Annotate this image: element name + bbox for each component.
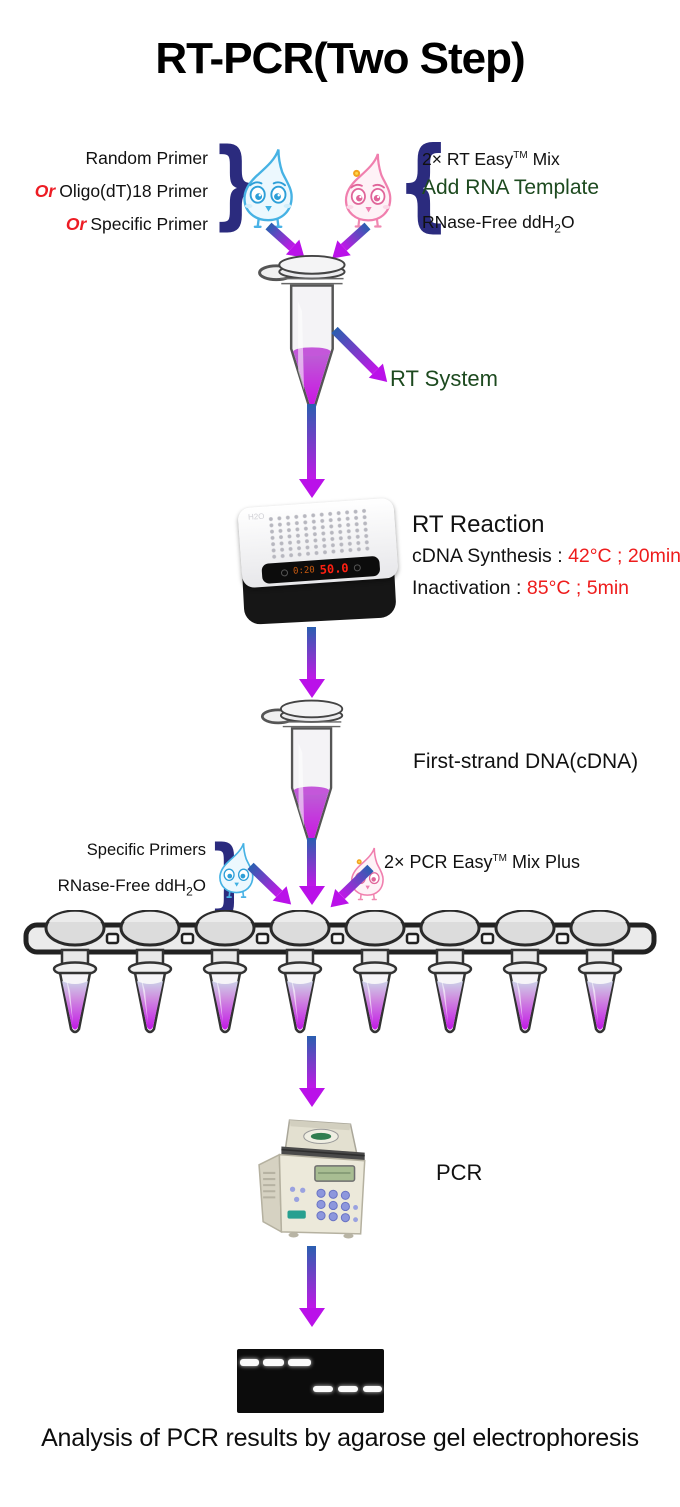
primer-option: Random Primer (85, 148, 208, 168)
pcr-mix-label: 2× PCR EasyTM Mix Plus (384, 852, 581, 872)
flow-arrow-3 (298, 1036, 325, 1107)
flow-arrow-4 (298, 1246, 325, 1327)
gel-band (338, 1386, 358, 1392)
specific-primers-label: Specific Primers (86, 841, 206, 859)
gel-band (288, 1359, 311, 1366)
heat-block-device: H2O 0:20 50.0 (237, 497, 400, 625)
led-temperature: 50.0 (319, 560, 350, 577)
mix-arrow-center (298, 838, 325, 905)
gel-band (240, 1359, 259, 1366)
rt-system-label: RT System (390, 366, 498, 391)
reagent-rt-mix: 2× RT EasyTM Mix (422, 149, 560, 169)
flow-arrow-2 (298, 627, 325, 698)
flow-arrow-1 (298, 404, 325, 498)
heat-block-wells (267, 507, 374, 561)
gel-photo (237, 1349, 384, 1413)
gel-band (263, 1359, 284, 1366)
device-button (280, 568, 289, 577)
pcr-8-tube-strip (22, 909, 658, 1042)
gel-caption: Analysis of PCR results by agarose gel e… (41, 1424, 639, 1452)
opening-brace: { (396, 125, 451, 242)
inactivation-condition: Inactivation : 85°C ; 5min (412, 577, 629, 599)
device-button (353, 563, 361, 572)
gel-band (313, 1386, 333, 1392)
pcr-label: PCR (436, 1160, 483, 1185)
page-title: RT-PCR(Two Step) (155, 34, 525, 83)
heat-block-display: 0:20 50.0 (261, 555, 381, 584)
reagent-ddh2o: RNase-Free ddH2O (422, 212, 575, 236)
pink-droplet-mascot-icon (338, 150, 400, 234)
cdna-synthesis-condition: cDNA Synthesis : 42°C ; 20min (412, 545, 680, 567)
rt-reaction-heading: RT Reaction (412, 511, 545, 538)
led-time: 0:20 (292, 565, 316, 577)
blue-droplet-mascot-icon (214, 841, 260, 902)
blue-droplet-mascot-icon (236, 146, 302, 234)
reagent-rna-template: Add RNA Template (422, 176, 600, 199)
thermal-cycler-machine (250, 1112, 390, 1240)
gel-band (363, 1386, 382, 1392)
heat-block-brand: H2O (247, 511, 265, 522)
heat-block-top: H2O 0:20 50.0 (237, 497, 399, 589)
cdna-label: First-strand DNA(cDNA) (413, 750, 639, 773)
microcentrifuge-tube-rt (256, 250, 356, 418)
microcentrifuge-tube-cdna (256, 695, 356, 853)
ddh2o-label: RNase-Free ddH2O (57, 876, 206, 899)
